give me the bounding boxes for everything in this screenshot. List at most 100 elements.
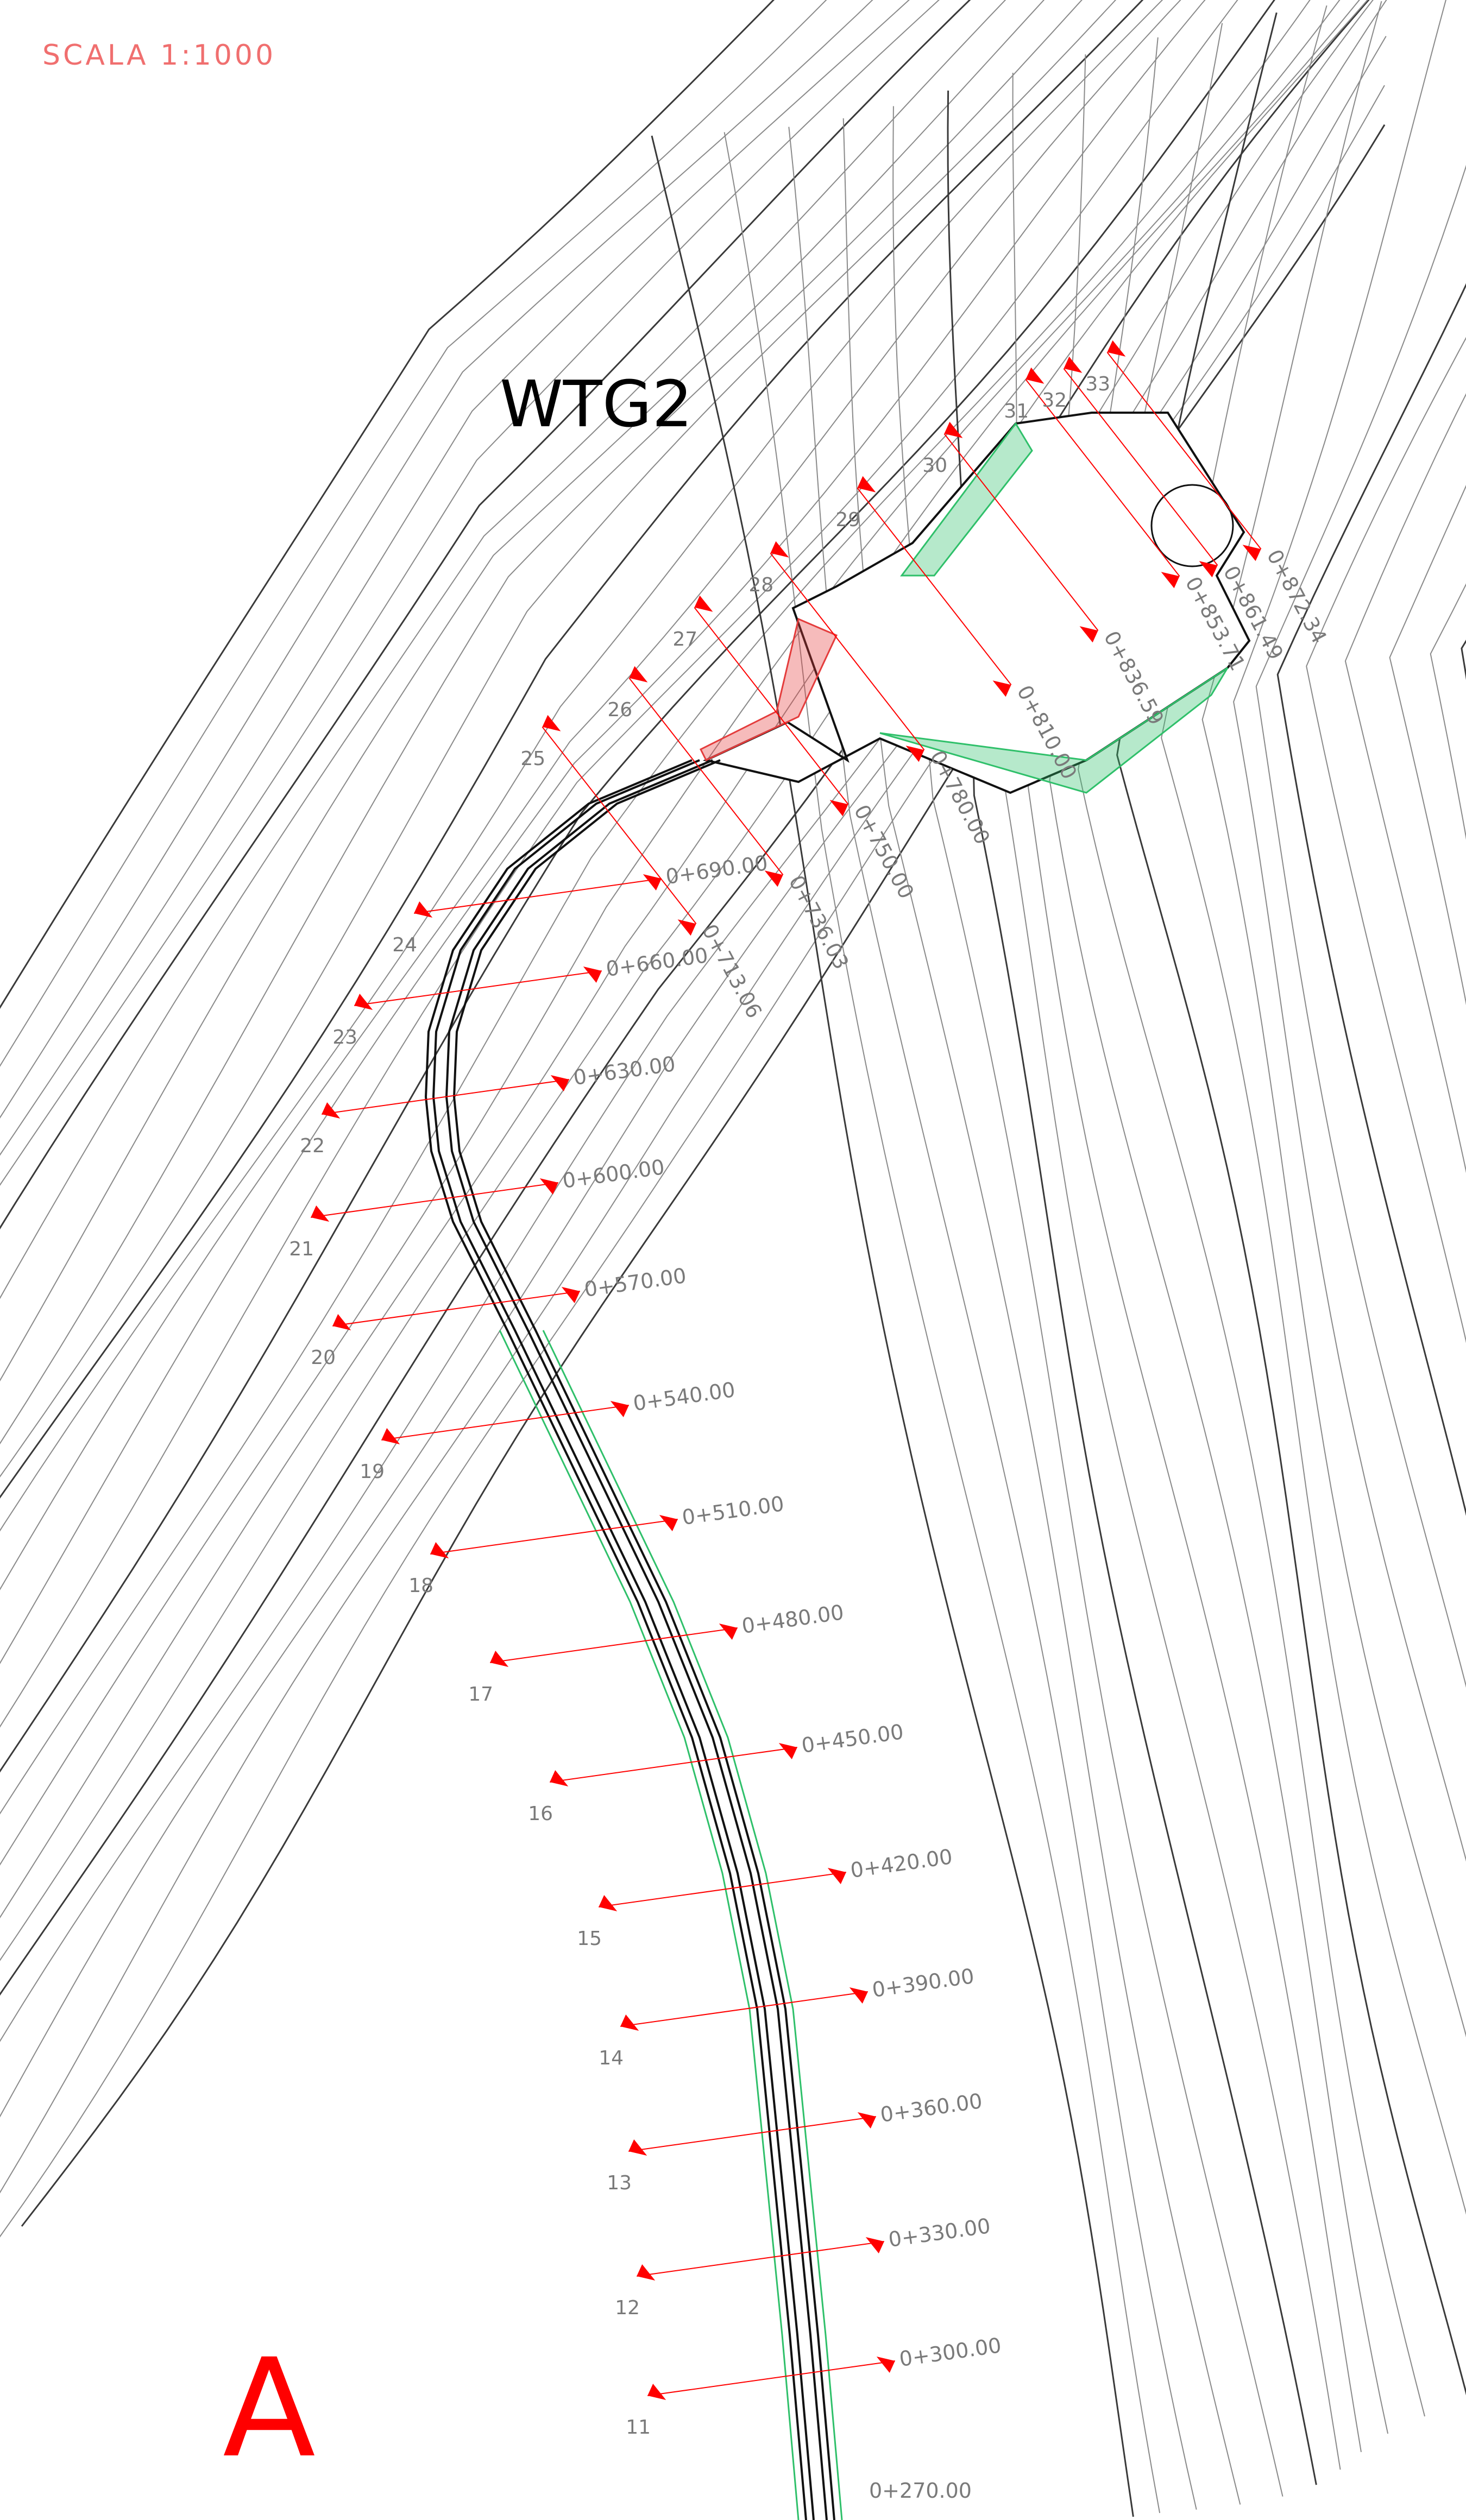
- section-arrow: [637, 2264, 656, 2281]
- section-arrow: [719, 1624, 738, 1640]
- contour-line: [1116, 12, 1466, 2396]
- section-arrow: [1161, 572, 1180, 589]
- section-arrow: [381, 1428, 400, 1444]
- contour-line: [0, 0, 1006, 1299]
- section-arrow: [992, 680, 1011, 697]
- section-line: [550, 1746, 797, 1783]
- section-arrow: [539, 1178, 558, 1195]
- section-line: [628, 2115, 876, 2152]
- platform-outline: [702, 412, 1251, 794]
- road-edge: [452, 759, 835, 2520]
- section-arrow: [542, 715, 561, 731]
- section-arrow: [647, 2384, 666, 2400]
- section-arrow: [414, 901, 433, 918]
- section-line: [647, 2360, 895, 2397]
- contour-line: [0, 36, 1387, 2194]
- section-line: [332, 1290, 580, 1327]
- section-arrow: [643, 874, 662, 890]
- section-number: 25: [520, 748, 545, 770]
- section-arrow: [865, 2237, 884, 2253]
- section-number: 29: [835, 509, 860, 531]
- section-line: [599, 1871, 846, 1908]
- section-arrow: [1242, 545, 1261, 561]
- section-arrow: [764, 870, 783, 887]
- section-arrow: [561, 1287, 580, 1303]
- section-number: 20: [311, 1347, 336, 1369]
- section-chainage: 0+660.00: [605, 943, 709, 981]
- section-arrow: [550, 1075, 569, 1091]
- contour-line: [723, 132, 1161, 2513]
- access-road: [424, 759, 843, 2520]
- section-number: 23: [332, 1026, 357, 1049]
- section-line: [694, 607, 849, 805]
- section-arrow: [620, 2014, 639, 2031]
- section-arrow: [490, 1651, 509, 1667]
- section-number: 17: [468, 1683, 493, 1706]
- section-line: [311, 1182, 558, 1218]
- section-arrow: [827, 1868, 846, 1884]
- section-number: 24: [392, 934, 417, 956]
- section-chainage: 0+480.00: [740, 1600, 845, 1638]
- section-number: 28: [748, 574, 773, 596]
- contour-line: [0, 0, 1374, 2042]
- section-16: 160+450.00: [528, 1720, 905, 1825]
- section-arrow: [628, 2139, 647, 2156]
- section-chainage: 0+420.00: [849, 1845, 954, 1883]
- contour-line: [0, 0, 1206, 1664]
- section-17: 17 0+480.00: [468, 1600, 845, 1706]
- section-chainage: 0+330.00: [887, 2214, 992, 2252]
- contour-line: [0, 0, 940, 1186]
- contour-line: [1389, 485, 1466, 1006]
- section-number: 27: [672, 628, 697, 650]
- contour-line: [1201, 1, 1466, 2038]
- section-number: 18: [408, 1575, 433, 1597]
- contour-line: [0, 0, 1181, 1590]
- section-line: [354, 970, 602, 1007]
- contour-line: [0, 0, 1368, 1961]
- section-chainage: 0+450.00: [800, 1720, 905, 1758]
- fill-slope: [879, 667, 1229, 794]
- contour-line: [0, 0, 1163, 1532]
- section-arrow: [583, 967, 602, 983]
- contour-line: [892, 106, 1283, 2497]
- section-number: 15: [577, 1928, 602, 1950]
- section-line: [1025, 379, 1180, 577]
- section-arrow: [629, 666, 648, 683]
- contour-line: [0, 0, 1275, 1773]
- section-arrow: [778, 1743, 797, 1759]
- road-fill-edge: [499, 1330, 800, 2520]
- section-chainage: 0+750.00: [850, 801, 919, 903]
- section-chainage: 0+570.00: [583, 1264, 688, 1302]
- contour-line: [0, 0, 910, 1156]
- section-number: 31: [1004, 400, 1029, 422]
- contour-line: [947, 90, 1317, 2485]
- section-arrow: [677, 919, 696, 936]
- section-line: [322, 1078, 569, 1115]
- turbine-label: WTG2: [500, 367, 693, 441]
- section-number: 30: [922, 454, 947, 477]
- section-chainage: 0+540.00: [632, 1378, 737, 1416]
- section-chainage: 0+690.00: [664, 851, 769, 889]
- section-arrow: [311, 1205, 330, 1222]
- scale-label: SCALA 1:1000: [42, 39, 276, 72]
- section-arrow: [770, 541, 789, 558]
- contour-line: [0, 0, 1117, 1478]
- contour-line: [0, 0, 1144, 1499]
- section-arrow: [694, 595, 713, 612]
- section-arrow: [905, 746, 924, 762]
- cut-slope: [699, 617, 838, 761]
- section-arrow: [1107, 340, 1126, 357]
- sheet-letter: A: [223, 2329, 316, 2487]
- section-chainage: 0+300.00: [898, 2333, 1003, 2371]
- contour-line: [0, 0, 1045, 1382]
- section-line: [628, 678, 784, 875]
- road-edge: [445, 759, 828, 2520]
- contour-line: [1344, 393, 1466, 1173]
- section-chainage: 0+360.00: [879, 2089, 984, 2127]
- section-line: [1106, 352, 1262, 550]
- section-arrow: [322, 1102, 341, 1119]
- contour-line: [0, 0, 1083, 1445]
